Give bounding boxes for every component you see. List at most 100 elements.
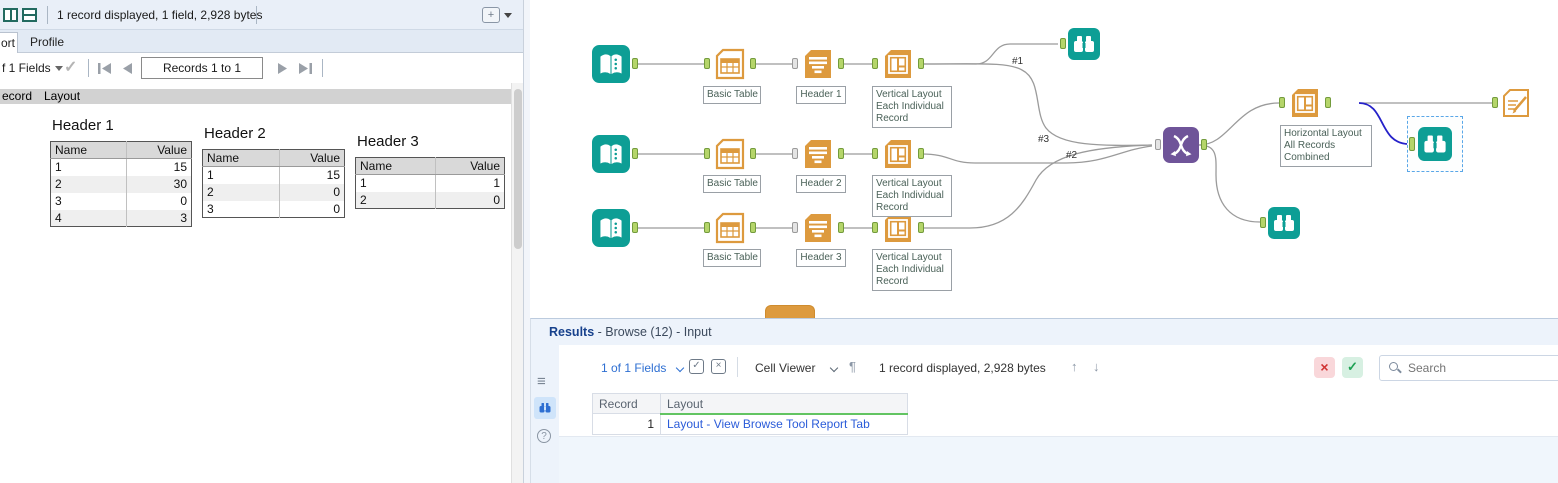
results-panel: Results - Browse (12) - Input ≡ ? 1 of 1… bbox=[530, 318, 1558, 483]
basic-table-icon bbox=[715, 48, 745, 80]
first-record-button[interactable] bbox=[96, 61, 114, 76]
output-anchor[interactable] bbox=[1201, 139, 1207, 150]
workflow-canvas[interactable]: #1 #3 #2 bbox=[530, 0, 1558, 318]
tab-report[interactable]: ort bbox=[0, 32, 18, 53]
scrollbar-thumb[interactable] bbox=[514, 89, 522, 249]
input-anchor[interactable] bbox=[792, 222, 798, 233]
apply-button[interactable]: ✓ bbox=[1342, 357, 1363, 378]
record-number-cell[interactable]: 1 bbox=[592, 413, 661, 435]
tool-header-3[interactable] bbox=[792, 210, 844, 246]
output-anchor[interactable] bbox=[750, 58, 756, 69]
tool-horizontal-layout[interactable] bbox=[1279, 85, 1331, 121]
input-anchor[interactable] bbox=[872, 222, 878, 233]
split-vertical-icon[interactable] bbox=[3, 8, 18, 22]
input-anchor[interactable] bbox=[1060, 38, 1066, 49]
open-window-icon[interactable]: + bbox=[482, 7, 500, 23]
annotation-horizontal-layout[interactable]: Horizontal Layout All Records Combined bbox=[1280, 125, 1372, 167]
output-anchor[interactable] bbox=[632, 222, 638, 233]
metadata-list-icon[interactable]: ≡ bbox=[537, 373, 546, 390]
fields-caret-icon[interactable] bbox=[55, 66, 63, 71]
cancel-button[interactable]: × bbox=[1314, 357, 1335, 378]
deselect-x-icon[interactable]: × bbox=[711, 359, 726, 374]
chevron-down-icon[interactable] bbox=[675, 363, 685, 373]
input-anchor[interactable] bbox=[1279, 97, 1285, 108]
input-anchor[interactable] bbox=[704, 148, 710, 159]
tool-basic-table-2[interactable] bbox=[704, 136, 756, 172]
tool-header-1[interactable] bbox=[792, 46, 844, 82]
input-anchor[interactable] bbox=[1409, 137, 1415, 151]
tool-basic-table-1[interactable] bbox=[704, 46, 756, 82]
input-anchor[interactable] bbox=[872, 58, 878, 69]
input-anchor[interactable] bbox=[792, 148, 798, 159]
window-menu-caret-icon[interactable] bbox=[504, 13, 512, 18]
output-anchor[interactable] bbox=[918, 148, 924, 159]
tool-partial-hidden[interactable] bbox=[765, 305, 815, 318]
tool-browse-selected[interactable] bbox=[1409, 127, 1452, 161]
input-anchor[interactable] bbox=[792, 58, 798, 69]
tool-vertical-layout-1[interactable] bbox=[872, 46, 924, 82]
report-scrollbar[interactable] bbox=[511, 83, 523, 483]
prev-record-button[interactable] bbox=[119, 61, 137, 76]
browse-icon bbox=[1268, 207, 1300, 239]
input-anchor[interactable] bbox=[1492, 97, 1498, 108]
browse-view-button[interactable] bbox=[534, 397, 556, 419]
column-header-record[interactable]: Record bbox=[592, 393, 661, 414]
annotation-basic-table[interactable]: Basic Table bbox=[703, 175, 761, 193]
layout-value-cell[interactable]: Layout - View Browse Tool Report Tab bbox=[660, 413, 908, 435]
tool-browse-top[interactable] bbox=[1060, 28, 1100, 60]
output-anchor[interactable] bbox=[838, 148, 844, 159]
annotation-header1[interactable]: Header 1 bbox=[796, 86, 846, 104]
pilcrow-icon[interactable]: ¶ bbox=[849, 359, 856, 374]
tab-profile[interactable]: Profile bbox=[30, 35, 65, 49]
search-input[interactable] bbox=[1408, 357, 1558, 379]
tool-header-2[interactable] bbox=[792, 136, 844, 172]
column-header-layout[interactable]: Layout bbox=[660, 393, 909, 416]
output-anchor[interactable] bbox=[918, 58, 924, 69]
last-record-button[interactable] bbox=[296, 61, 314, 76]
annotation-basic-table[interactable]: Basic Table bbox=[703, 86, 761, 104]
select-check-icon[interactable]: ✓ bbox=[689, 359, 704, 374]
chevron-down-icon[interactable] bbox=[829, 363, 839, 373]
tool-render[interactable] bbox=[1492, 87, 1532, 119]
output-anchor[interactable] bbox=[838, 222, 844, 233]
tool-input-data-3[interactable] bbox=[592, 209, 638, 247]
annotation-vertical-layout-2[interactable]: Vertical Layout Each Individual Record bbox=[872, 175, 952, 217]
output-anchor[interactable] bbox=[918, 222, 924, 233]
annotation-header2[interactable]: Header 2 bbox=[796, 175, 846, 193]
annotation-vertical-layout-3[interactable]: Vertical Layout Each Individual Record bbox=[872, 249, 952, 291]
arrow-down-icon[interactable]: ↓ bbox=[1093, 359, 1100, 374]
output-anchor[interactable] bbox=[750, 222, 756, 233]
fields-dropdown-label[interactable]: f 1 Fields bbox=[2, 61, 51, 75]
tool-vertical-layout-2[interactable] bbox=[872, 136, 924, 172]
tool-browse-bottom[interactable] bbox=[1260, 207, 1300, 239]
arrow-up-icon[interactable]: ↑ bbox=[1071, 359, 1078, 374]
output-anchor[interactable] bbox=[838, 58, 844, 69]
input-anchor[interactable] bbox=[872, 148, 878, 159]
tool-union[interactable] bbox=[1155, 127, 1207, 163]
tool-input-data-1[interactable] bbox=[592, 45, 638, 83]
wire-label-3: #3 bbox=[1038, 134, 1050, 145]
table-row[interactable]: 1 Layout - View Browse Tool Report Tab bbox=[592, 413, 908, 435]
tool-vertical-layout-3[interactable] bbox=[872, 210, 924, 246]
help-icon[interactable]: ? bbox=[537, 429, 551, 443]
annotation-basic-table[interactable]: Basic Table bbox=[703, 249, 761, 267]
tool-basic-table-3[interactable] bbox=[704, 210, 756, 246]
fields-filter-dropdown[interactable]: 1 of 1 Fields bbox=[601, 361, 667, 375]
records-range-box[interactable]: Records 1 to 1 bbox=[141, 57, 263, 79]
input-anchor[interactable] bbox=[704, 58, 710, 69]
multi-input-anchor[interactable] bbox=[1155, 139, 1161, 150]
next-record-button[interactable] bbox=[273, 61, 291, 76]
output-anchor[interactable] bbox=[1325, 97, 1331, 108]
basic-table-icon bbox=[715, 138, 745, 170]
tool-input-data-2[interactable] bbox=[592, 135, 638, 173]
output-anchor[interactable] bbox=[632, 58, 638, 69]
input-anchor[interactable] bbox=[704, 222, 710, 233]
apply-check-icon[interactable]: ✓ bbox=[64, 59, 78, 76]
output-anchor[interactable] bbox=[750, 148, 756, 159]
output-anchor[interactable] bbox=[632, 148, 638, 159]
cell-viewer-dropdown[interactable]: Cell Viewer bbox=[755, 361, 816, 375]
annotation-vertical-layout-1[interactable]: Vertical Layout Each Individual Record bbox=[872, 86, 952, 128]
annotation-header3[interactable]: Header 3 bbox=[796, 249, 846, 267]
split-horizontal-icon[interactable] bbox=[22, 8, 37, 22]
input-anchor[interactable] bbox=[1260, 217, 1266, 228]
